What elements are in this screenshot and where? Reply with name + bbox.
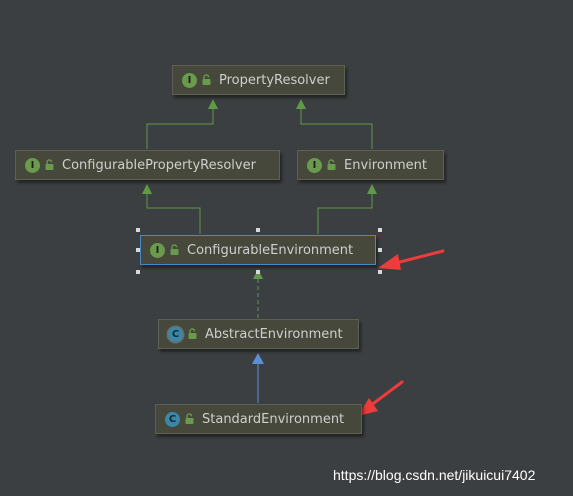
node-abstract-environment[interactable]: C AbstractEnvironment bbox=[158, 319, 359, 349]
annotation-arrow-configurable-environment bbox=[378, 249, 445, 270]
selection-handle[interactable] bbox=[136, 270, 140, 274]
unlocked-public-icon bbox=[185, 413, 194, 424]
node-label: Environment bbox=[344, 157, 428, 173]
interface-badge-icon: I bbox=[307, 157, 322, 173]
node-configurable-environment[interactable]: I ConfigurableEnvironment bbox=[140, 235, 376, 265]
annotation-arrow-standard-environment bbox=[358, 380, 404, 416]
relation-ce-to-env bbox=[317, 194, 373, 234]
selection-handle[interactable] bbox=[378, 228, 382, 232]
interface-badge-icon: I bbox=[150, 242, 165, 258]
selection-handle[interactable] bbox=[256, 270, 260, 274]
watermark-text: https://blog.csdn.net/jikuicui7402 bbox=[333, 467, 536, 483]
unlocked-public-icon bbox=[188, 328, 197, 339]
arrowhead-ae bbox=[252, 353, 264, 364]
interface-badge-icon: I bbox=[25, 157, 40, 173]
node-label: ConfigurablePropertyResolver bbox=[62, 157, 256, 173]
node-label: AbstractEnvironment bbox=[205, 326, 343, 342]
arrowhead-env bbox=[367, 184, 377, 194]
relation-ce-to-cpr bbox=[146, 194, 201, 234]
selection-handle[interactable] bbox=[378, 248, 382, 252]
node-label: StandardEnvironment bbox=[202, 411, 345, 427]
node-label: PropertyResolver bbox=[219, 72, 330, 88]
arrowhead-pr-right bbox=[296, 99, 306, 109]
selection-handle[interactable] bbox=[136, 248, 140, 252]
arrowhead-pr-left bbox=[208, 99, 218, 109]
class-badge-icon: C bbox=[165, 411, 180, 427]
unlocked-public-icon bbox=[202, 74, 211, 85]
relation-env-to-pr bbox=[300, 109, 373, 149]
arrowhead-cpr bbox=[142, 184, 152, 194]
node-property-resolver[interactable]: I PropertyResolver bbox=[172, 65, 345, 95]
interface-badge-icon: I bbox=[182, 72, 197, 88]
node-configurable-property-resolver[interactable]: I ConfigurablePropertyResolver bbox=[15, 150, 280, 180]
selection-handle[interactable] bbox=[378, 270, 382, 274]
unlocked-public-icon bbox=[327, 159, 336, 170]
selection-handle[interactable] bbox=[136, 228, 140, 232]
abstract-class-badge-icon: C bbox=[168, 326, 183, 342]
node-environment[interactable]: I Environment bbox=[297, 150, 444, 180]
selection-handle[interactable] bbox=[256, 228, 260, 232]
unlocked-public-icon bbox=[45, 159, 54, 170]
node-standard-environment[interactable]: C StandardEnvironment bbox=[155, 404, 362, 434]
relation-cpr-to-pr bbox=[146, 109, 214, 149]
node-label: ConfigurableEnvironment bbox=[187, 242, 354, 258]
unlocked-public-icon bbox=[170, 244, 179, 255]
arrowhead-ce bbox=[253, 269, 263, 279]
